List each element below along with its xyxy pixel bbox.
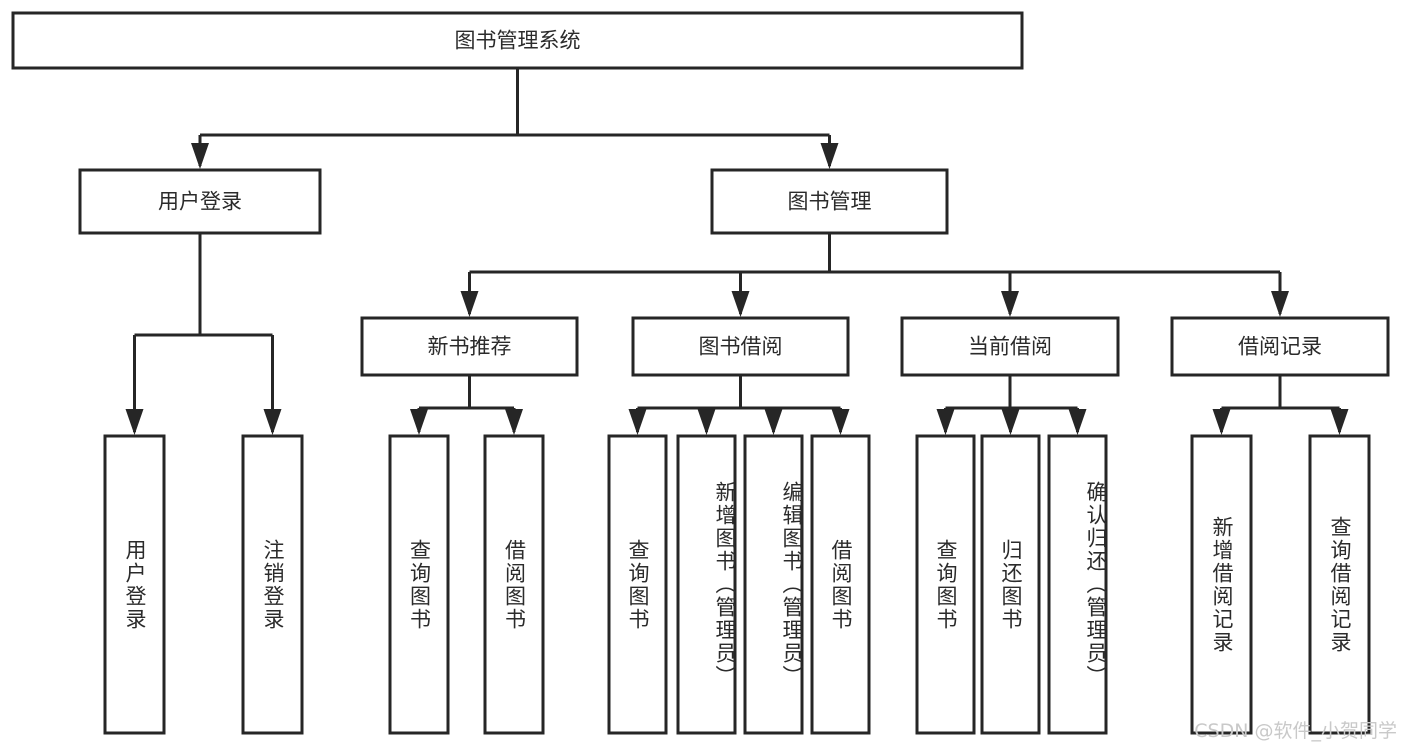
node-new-book-recommend[interactable] <box>360 316 579 377</box>
node-leaf-return-book[interactable] <box>980 434 1041 735</box>
arrowhead-icon <box>831 409 850 435</box>
arrowhead-icon <box>1001 409 1020 435</box>
node-leaf-query-book-1[interactable] <box>388 434 450 735</box>
node-current-borrow[interactable] <box>900 316 1120 377</box>
arrowhead-icon <box>460 291 479 317</box>
node-label-root: 图书管理系统 <box>455 29 581 53</box>
node-leaf-user-logout[interactable] <box>241 434 304 735</box>
arrowhead-icon <box>764 409 783 435</box>
node-label-current-borrow: 当前借阅 <box>968 335 1052 359</box>
node-book-manage[interactable] <box>710 168 949 235</box>
node-leaf-borrow-book-2[interactable] <box>810 434 871 735</box>
arrowhead-icon <box>1330 409 1349 435</box>
arrowhead-icon <box>936 409 955 435</box>
arrowhead-icon <box>505 409 523 435</box>
arrowhead-icon <box>628 409 647 435</box>
arrowhead-icon <box>1001 291 1019 317</box>
node-book-borrow[interactable] <box>631 316 850 377</box>
node-leaf-edit-book[interactable] <box>743 434 804 735</box>
arrowhead-icon <box>125 409 144 435</box>
node-leaf-add-book[interactable] <box>676 434 737 735</box>
node-leaf-query-record[interactable] <box>1308 434 1371 735</box>
arrowhead-icon <box>731 291 750 317</box>
arrowhead-icon <box>820 143 839 169</box>
node-leaf-query-book-2[interactable] <box>607 434 668 735</box>
connector-lines <box>125 68 1349 435</box>
node-leaf-user-login[interactable] <box>103 434 166 735</box>
arrowhead-icon <box>410 409 428 435</box>
watermark-text: CSDN @软件_小贺同学 <box>1194 720 1397 742</box>
node-leaf-add-record[interactable] <box>1190 434 1253 735</box>
node-label-book-borrow: 图书借阅 <box>699 335 783 359</box>
node-label-user-login: 用户登录 <box>158 190 242 214</box>
node-borrow-record[interactable] <box>1170 316 1390 377</box>
arrowhead-icon <box>1212 409 1231 435</box>
arrowhead-icon <box>1271 291 1289 317</box>
node-root[interactable] <box>11 11 1024 70</box>
node-leaf-query-book-3[interactable] <box>915 434 976 735</box>
arrowhead-icon <box>263 409 282 435</box>
node-user-login[interactable] <box>78 168 322 235</box>
node-label-new-book-recommend: 新书推荐 <box>428 335 512 359</box>
arrowhead-icon <box>697 409 716 435</box>
arrowhead-icon <box>191 143 209 169</box>
node-label-book-manage: 图书管理 <box>788 190 872 214</box>
node-leaf-confirm-return[interactable] <box>1047 434 1108 735</box>
node-leaf-borrow-book-1[interactable] <box>483 434 545 735</box>
node-label-borrow-record: 借阅记录 <box>1238 335 1322 359</box>
arrowhead-icon <box>1068 409 1087 435</box>
